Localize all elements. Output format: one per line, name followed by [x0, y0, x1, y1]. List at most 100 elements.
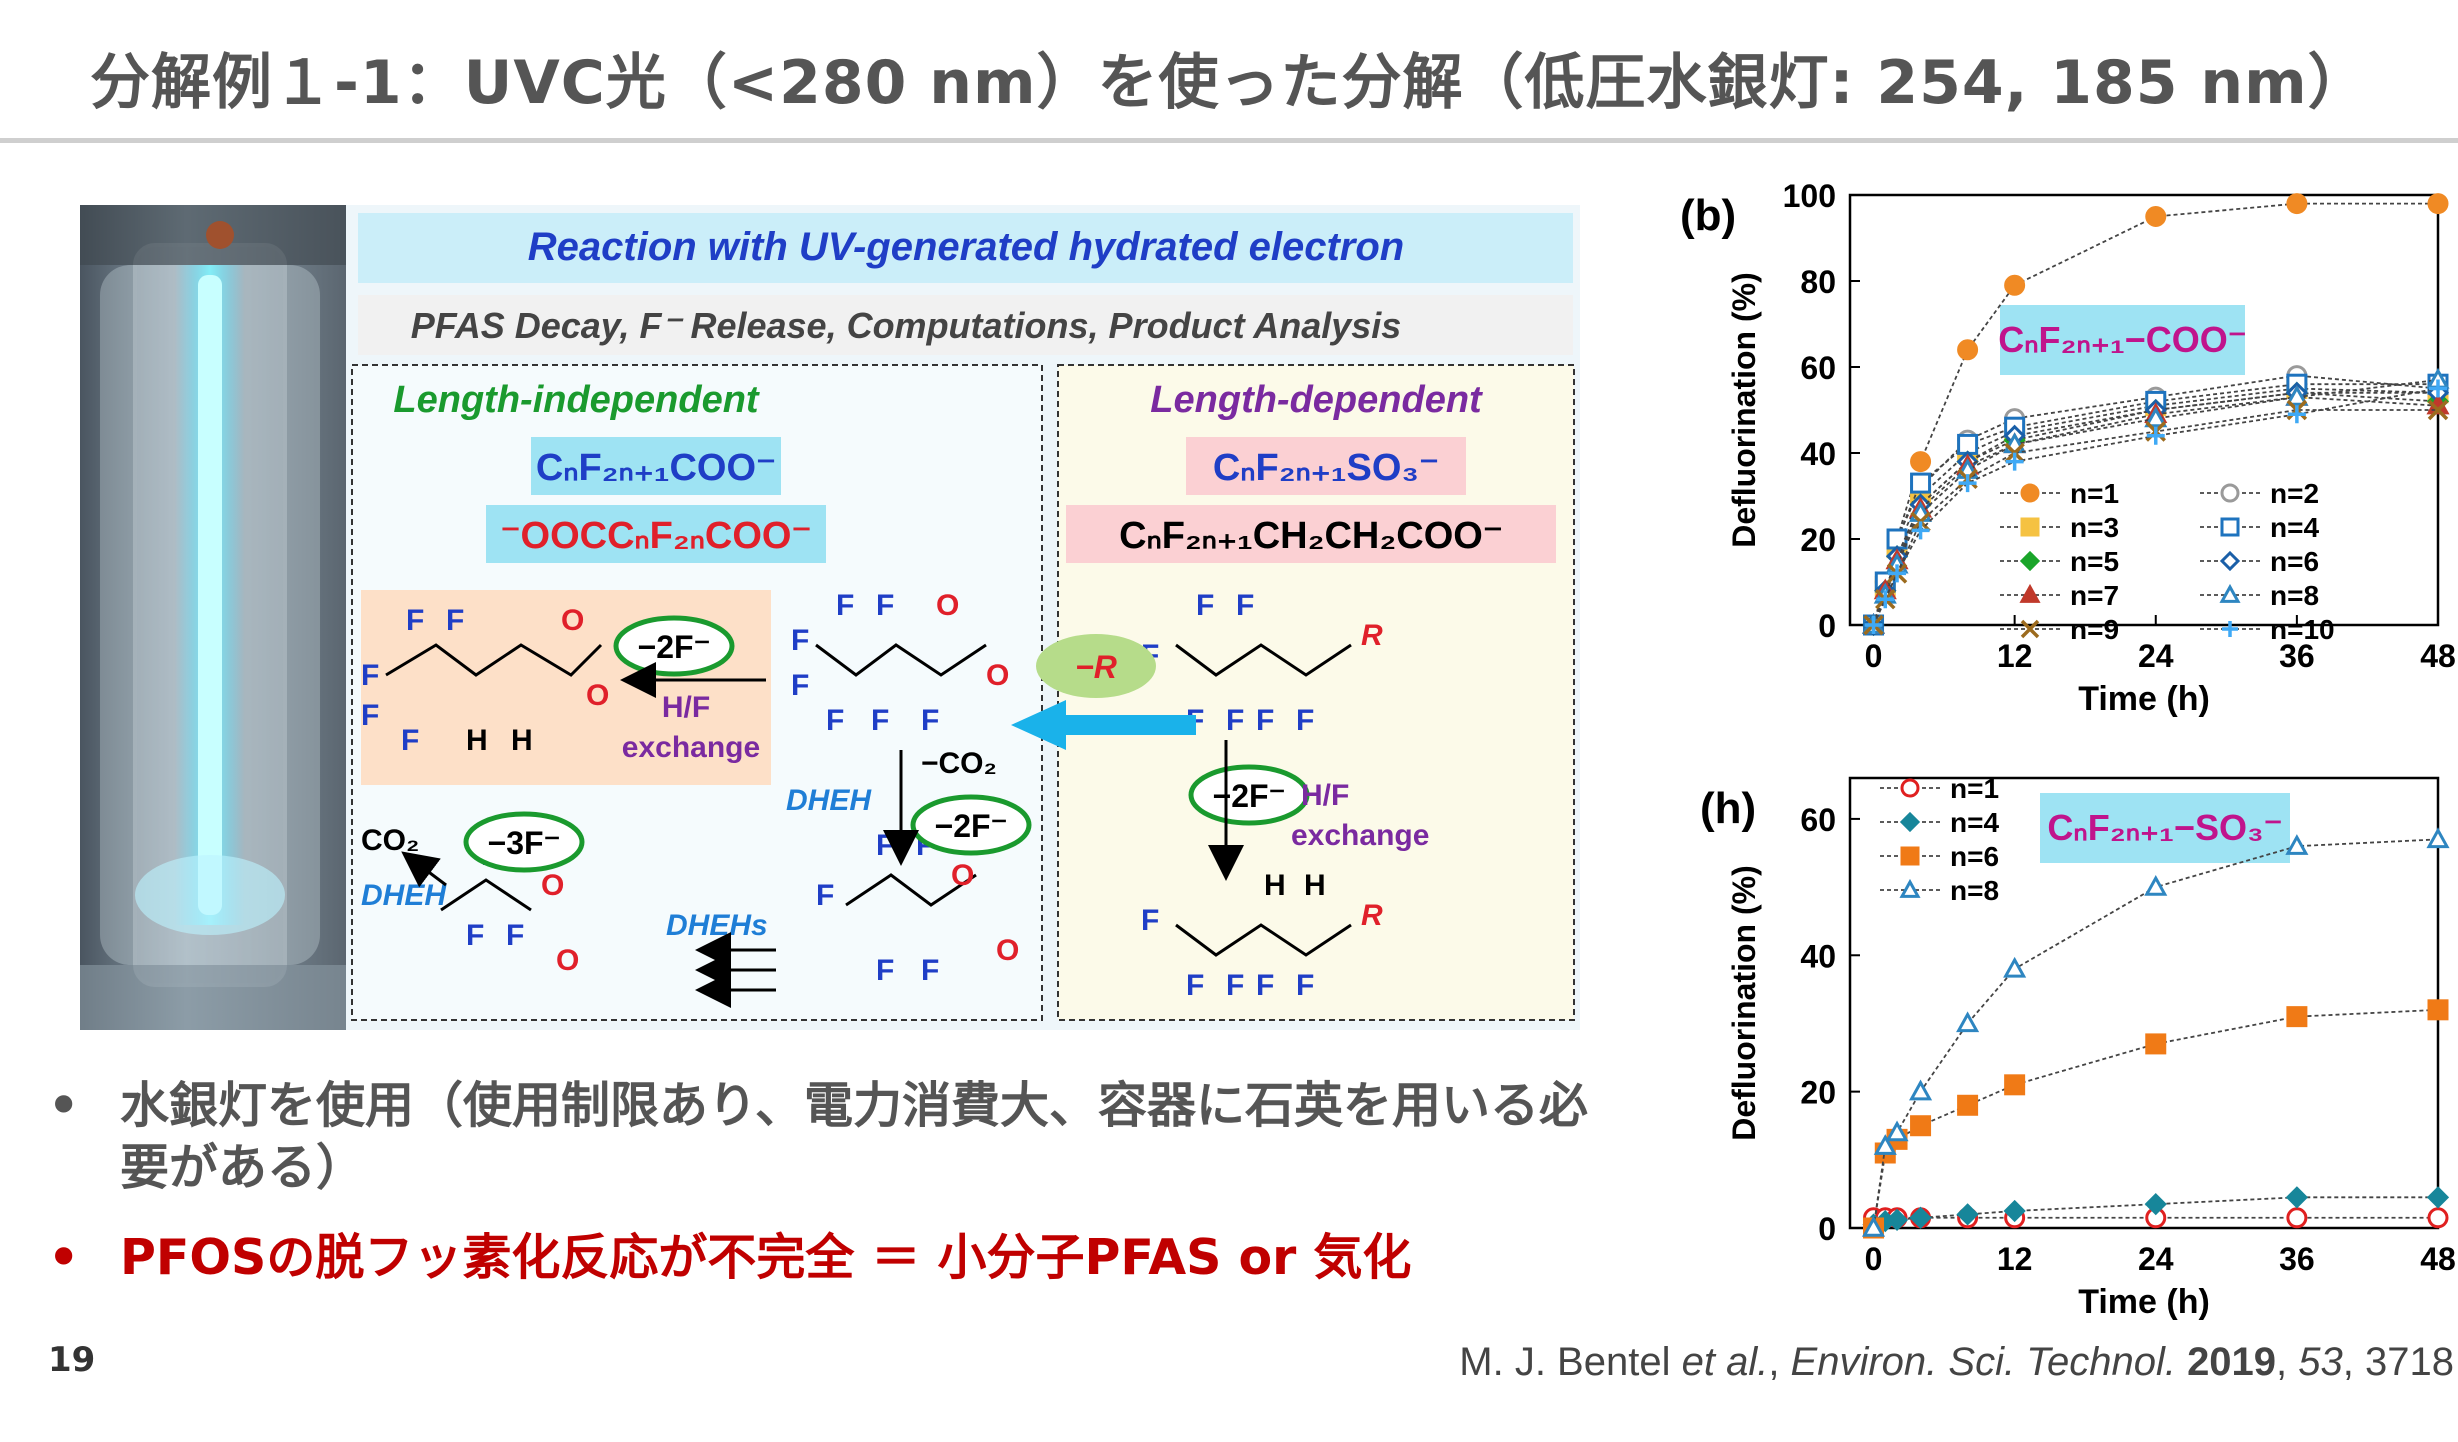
loss-2f-c: −2F⁻ — [1213, 778, 1286, 814]
hf-exchange-label-c: H/F — [1301, 779, 1349, 812]
svg-text:O: O — [951, 859, 974, 892]
data-point — [2286, 1006, 2308, 1028]
citation-year: 2019 — [2187, 1340, 2277, 1384]
svg-text:H: H — [1304, 869, 1326, 902]
svg-text:F: F — [921, 954, 939, 987]
data-point — [1885, 1208, 1909, 1231]
legend-marker — [2220, 483, 2240, 503]
data-point — [1958, 474, 1977, 493]
data-point — [1888, 564, 1907, 583]
dhehs-label: DHEHs — [666, 909, 768, 942]
svg-text:F: F — [1141, 904, 1159, 937]
legend-entry: n=9 — [2000, 614, 2119, 645]
scheme-header: Reaction with UV-generated hydrated elec… — [528, 225, 1404, 269]
reaction-scheme: Reaction with UV-generated hydrated elec… — [346, 205, 1580, 1030]
legend-marker — [1899, 878, 1921, 898]
data-point — [1956, 1203, 1979, 1226]
x-tick-label: 12 — [1997, 638, 2033, 674]
data-point — [2427, 1207, 2449, 1229]
y-tick-label: 0 — [1818, 1211, 1836, 1247]
legend-entry: n=5 — [2000, 546, 2119, 577]
plot-frame — [1848, 193, 2440, 627]
data-point — [2286, 1207, 2308, 1229]
legend-label: n=9 — [2070, 614, 2119, 645]
series-line — [1872, 387, 2439, 626]
data-point — [2286, 193, 2308, 215]
svg-text:F: F — [361, 699, 379, 732]
co2-product: CO₂ — [361, 824, 419, 857]
x-tick-label: 24 — [2138, 1241, 2174, 1277]
legend-label: n=3 — [2070, 512, 2119, 543]
citation-page: 3718 — [2365, 1340, 2454, 1384]
data-point — [1885, 1120, 1909, 1142]
svg-text:F: F — [466, 919, 484, 952]
x-tick-label: 36 — [2279, 1241, 2315, 1277]
loss-2f-b: −2F⁻ — [935, 808, 1008, 844]
data-point — [2003, 1199, 2026, 1223]
svg-text:O: O — [936, 589, 959, 622]
legend-marker — [2019, 583, 2041, 603]
data-point — [2144, 1193, 2167, 1216]
svg-text:H: H — [511, 724, 533, 757]
hf-exchange-label-d: exchange — [1291, 819, 1429, 852]
y-tick-label: 100 — [1783, 178, 1836, 214]
page-number: 19 — [48, 1340, 96, 1380]
bullet-text: PFOSの脱フッ素化反応が不完全 ＝ 小分子PFAS or 気化 — [120, 1229, 1412, 1286]
formula-dicarboxylate: ⁻OOCCₙF₂ₙCOO⁻ — [500, 515, 811, 557]
chain-shortening-arrow — [1011, 700, 1196, 750]
legend-label: n=7 — [2070, 580, 2119, 611]
x-axis-label: Time (h) — [2078, 680, 2210, 718]
x-tick-label: 24 — [2138, 638, 2174, 674]
y-tick-label: 0 — [1818, 608, 1836, 644]
hf-exchange-label-a: H/F — [662, 691, 710, 724]
length-independent-title: Length-independent — [393, 379, 760, 421]
legend-marker — [2020, 517, 2040, 537]
svg-text:O: O — [556, 944, 579, 977]
formula-cooh: CₙF₂ₙ₊₁COO⁻ — [536, 447, 776, 489]
inset-label: CₙF₂ₙ₊₁−COO⁻ — [1998, 319, 2247, 360]
data-point — [2004, 274, 2026, 296]
svg-text:F: F — [1186, 969, 1204, 1002]
svg-text:F: F — [791, 624, 809, 657]
svg-text:F: F — [406, 604, 424, 637]
svg-text:R: R — [1361, 899, 1383, 932]
x-tick-label: 0 — [1865, 638, 1883, 674]
svg-text:F: F — [876, 589, 894, 622]
legend-entry: n=4 — [2200, 512, 2319, 543]
svg-text:O: O — [986, 659, 1009, 692]
svg-text:F: F — [816, 879, 834, 912]
svg-text:F: F — [446, 604, 464, 637]
data-point — [2144, 875, 2168, 896]
data-point — [1876, 590, 1895, 609]
data-point — [1864, 616, 1883, 634]
svg-text:O: O — [541, 869, 564, 902]
series-n=8 — [1861, 827, 2450, 1237]
legend-entry: n=6 — [1880, 841, 1999, 872]
y-tick-label: 40 — [1800, 938, 1836, 974]
legend-label: n=6 — [2270, 546, 2319, 577]
svg-text:F: F — [1226, 704, 1244, 737]
svg-text:O: O — [561, 604, 584, 637]
bullet-item: • 水銀灯を使用（使用制限あり、電力消費大、容器に石英を用いる必要がある） — [40, 1075, 1600, 1199]
legend-marker — [2019, 550, 2041, 572]
x-tick-label: 36 — [2279, 638, 2315, 674]
legend-entry: n=8 — [1880, 875, 1999, 906]
legend-entry: n=7 — [2000, 580, 2119, 611]
legend-label: n=8 — [2270, 580, 2319, 611]
loss-3f: −3F⁻ — [488, 825, 561, 861]
data-point — [2285, 834, 2309, 855]
series-line — [1872, 391, 2438, 626]
svg-text:F: F — [1296, 969, 1314, 1002]
legend-entry: n=10 — [2200, 614, 2335, 645]
legend-entry: n=1 — [1880, 773, 1999, 804]
data-point — [1910, 472, 1932, 494]
svg-text:F: F — [871, 704, 889, 737]
data-point — [1861, 1215, 1886, 1237]
data-point — [2144, 406, 2168, 428]
citation: M. J. Bentel et al., Environ. Sci. Techn… — [1459, 1340, 2454, 1384]
hf-exchange-label-b: exchange — [622, 731, 760, 764]
legend-entry: n=6 — [2200, 546, 2319, 577]
